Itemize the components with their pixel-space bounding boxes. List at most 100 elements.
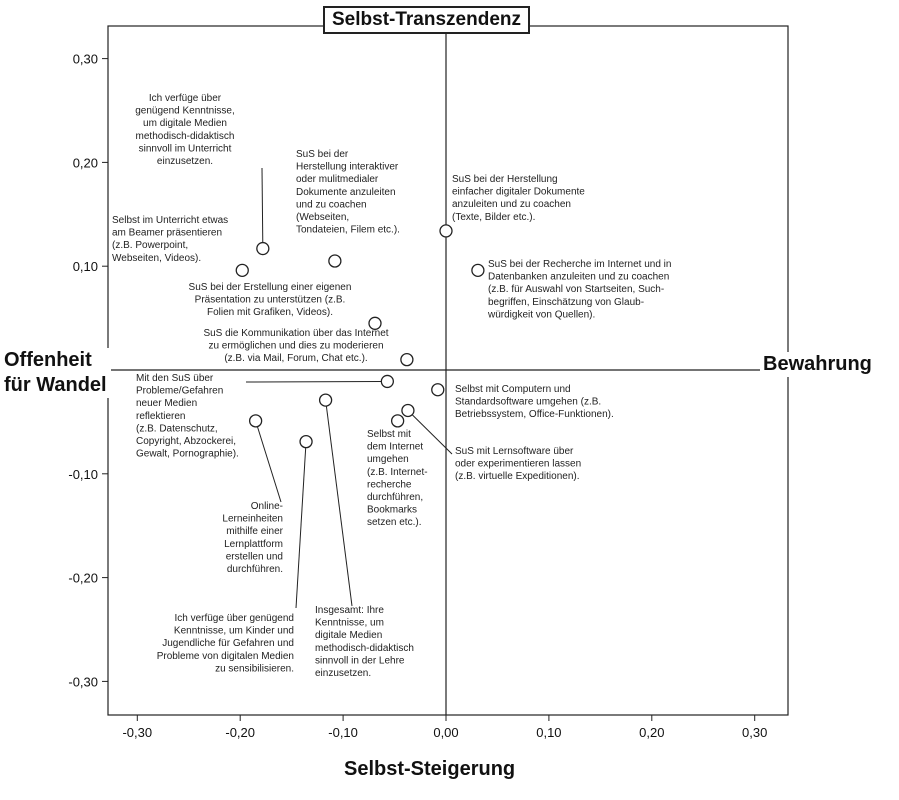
point-label-line: Standardsoftware umgehen (z.B.	[455, 397, 601, 408]
y-tick-label: 0,10	[73, 259, 98, 274]
point-label-line: (z.B. via Mail, Forum, Chat etc.).	[224, 353, 367, 364]
point-label-line: (z.B. virtuelle Expeditionen).	[455, 471, 580, 482]
axis-label-top: Selbst-Transzendenz	[323, 6, 530, 34]
point-label-line: (z.B. Powerpoint,	[112, 240, 188, 251]
point-label-line: Selbst mit	[367, 429, 411, 440]
axis-label-left-line-2: für Wandel	[4, 374, 107, 396]
point-label-line: SuS die Kommunikation über das Internet	[203, 328, 388, 339]
point-label-line: Selbst mit Computern und	[455, 384, 571, 395]
point-label-line: Probleme von digitalen Medien	[157, 651, 294, 662]
axis-label-left: Offenheit für Wandel	[4, 348, 111, 398]
point-label-line: würdigkeit von Quellen).	[487, 309, 595, 320]
point-label: Ich verfüge über genügend Kenntnisse,um d…	[135, 93, 235, 167]
point-label-line: Copyright, Abzockerei,	[136, 436, 236, 447]
point-label-line: durchführen,	[367, 492, 423, 503]
point-label-line: mithilfe einer	[226, 526, 283, 537]
data-point	[299, 434, 313, 449]
x-tick-label: -0,10	[328, 725, 358, 740]
point-label-line: digitale Medien	[315, 630, 382, 641]
point-label-line: SuS mit Lernsoftware über	[455, 446, 574, 457]
point-label-line: (z.B. Internet-	[367, 467, 428, 478]
point-label-line: dem Internet	[367, 442, 423, 453]
point-label: SuS die Kommunikation über das Internet z…	[203, 328, 388, 364]
point-label-line: Ich verfüge über	[149, 93, 222, 104]
point-label-line: Insgesamt: Ihre	[315, 605, 384, 616]
point-label-line: Online-	[251, 501, 283, 512]
point-label-line: Probleme/Gefahren	[136, 386, 223, 397]
data-point	[368, 316, 382, 330]
point-label-line: SuS bei der Recherche im Internet und in	[488, 259, 671, 270]
point-label-line: Selbst im Unterricht etwas	[112, 215, 228, 226]
x-tick-label: 0,30	[742, 725, 767, 740]
axis-label-bottom-text: Selbst-Steigerung	[344, 758, 516, 780]
point-label-line: methodisch-didaktisch	[315, 643, 414, 654]
data-point	[431, 383, 445, 397]
point-label-line: methodisch-didaktisch	[136, 131, 235, 142]
point-label-line: sinnvoll im Unterricht	[139, 143, 232, 154]
point-label-line: begriffen, Einschätzung von Glaub-	[488, 297, 644, 308]
point-label-line: SuS bei der	[296, 149, 349, 160]
point-label-line: um digitale Medien	[143, 118, 227, 129]
point-label-line: Betriebssystem, Office-Funktionen).	[455, 409, 614, 420]
leader-line	[245, 380, 388, 383]
data-point	[318, 393, 333, 407]
data-point	[390, 414, 405, 428]
point-label-line: Gewalt, Pornographie).	[136, 449, 239, 460]
point-label-line: Jugendliche für Gefahren und	[162, 638, 294, 649]
point-label-line: erstellen und	[226, 551, 283, 562]
x-tick-label: 0,20	[639, 725, 664, 740]
axis-label-right: Bewahrung	[760, 352, 875, 377]
point-label-line: am Beamer präsentieren	[112, 228, 222, 239]
point-label-line: zu ermöglichen und dies zu moderieren	[208, 341, 383, 352]
x-tick-label: -0,30	[122, 725, 152, 740]
point-label-line: reflektieren	[136, 411, 185, 422]
axis-label-left-line-1: Offenheit	[4, 349, 92, 371]
point-label-line: umgehen	[367, 454, 409, 465]
point-label-line: anzuleiten und zu coachen	[452, 199, 571, 210]
point-label: SuS bei der Herstellung einfacher digital…	[452, 174, 585, 223]
point-label-line: durchführen.	[227, 564, 283, 575]
point-annotations: Ich verfüge über genügend Kenntnisse,um d…	[112, 93, 671, 679]
x-tick-label: 0,10	[536, 725, 561, 740]
point-label-line: neuer Medien	[136, 398, 197, 409]
point-label-line: einfacher digitaler Dokumente	[452, 187, 585, 198]
point-label-line: Herstellung interaktiver	[296, 162, 399, 173]
y-tick-label: -0,20	[68, 571, 98, 586]
y-tick-label: -0,30	[68, 674, 98, 689]
point-label-line: Dokumente anzuleiten	[296, 187, 396, 198]
point-label-line: genügend Kenntnisse,	[135, 106, 235, 117]
data-point	[328, 254, 342, 268]
point-label-line: Ich verfüge über genügend	[174, 613, 294, 624]
leader-line	[407, 410, 453, 455]
point-label: SuS bei der Recherche im Internet und in…	[487, 259, 671, 320]
point-label-line: und zu coachen	[296, 199, 367, 210]
point-label-line: (Texte, Bilder etc.).	[452, 212, 535, 223]
leader-lines	[245, 167, 453, 609]
point-label-line: Lerneinheiten	[222, 514, 283, 525]
x-tick-label: -0,20	[225, 725, 255, 740]
axis-label-right-text: Bewahrung	[763, 353, 872, 375]
point-label-line: einzusetzen.	[157, 156, 213, 167]
axis-label-top-text: Selbst-Transzendenz	[332, 9, 521, 30]
point-label-line: zu sensibilisieren.	[215, 663, 294, 674]
leader-line	[255, 420, 282, 503]
data-point	[401, 403, 415, 418]
axis-label-bottom: Selbst-Steigerung	[344, 757, 516, 782]
leader-line	[261, 167, 264, 249]
point-label-line: Tondateien, Filem etc.).	[296, 225, 400, 236]
point-label-line: Kenntnisse, um Kinder und	[174, 626, 294, 637]
point-label-line: oder mulitmedialer	[296, 174, 379, 185]
y-tick-label: 0,20	[73, 155, 98, 170]
y-axis-ticks: -0,30-0,20-0,100,100,200,30	[68, 52, 108, 689]
point-label-line: Folien mit Grafiken, Videos).	[207, 307, 333, 318]
point-label-line: SuS bei der Erstellung einer eigenen	[189, 282, 352, 293]
point-label-line: SuS bei der Herstellung	[452, 174, 558, 185]
